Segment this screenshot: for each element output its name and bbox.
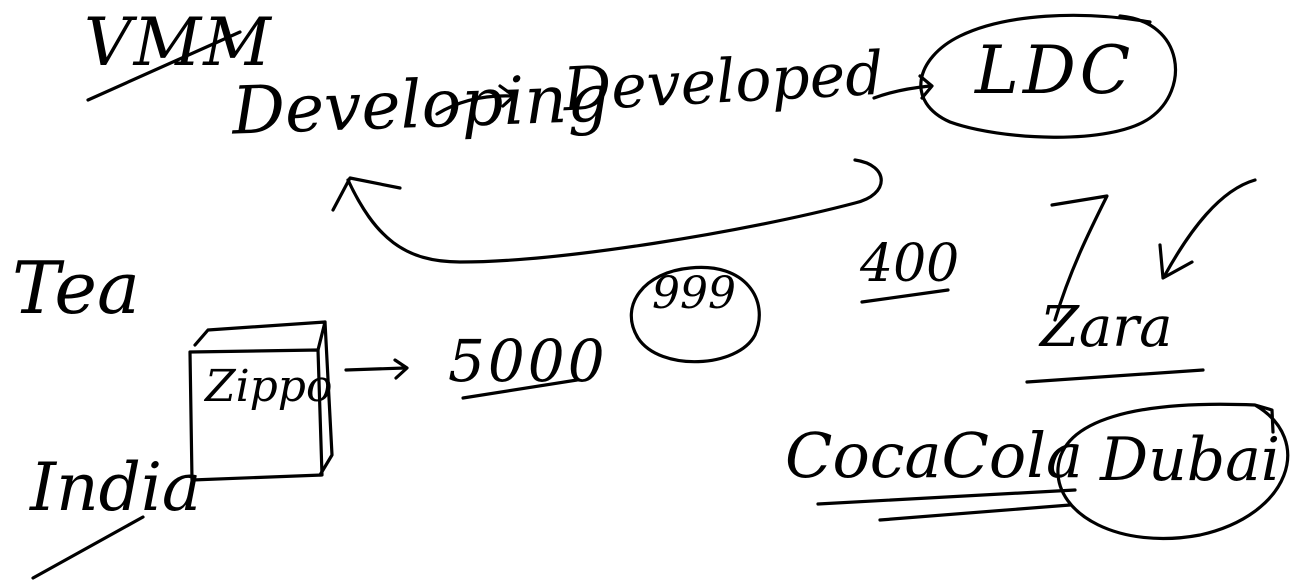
zara-arrow-head (1158, 243, 1194, 280)
zara-arrow-line (1163, 178, 1257, 277)
label-price-999: 999 (652, 268, 736, 319)
box-front (188, 348, 324, 482)
arrow-box-to-5000 (344, 366, 407, 372)
label-zippo: Zippo (205, 361, 333, 412)
label-coca-cola: CocaCola (785, 419, 1084, 492)
vmm-underline (86, 30, 242, 102)
label-tea: Tea (12, 246, 140, 330)
label-price-400: 400 (860, 234, 960, 294)
label-dubai: Dubai (1100, 425, 1281, 495)
label-zara: Zara (1040, 295, 1173, 360)
arrow-developing-to-developed-head (498, 84, 516, 108)
ldc-circle (919, 13, 1178, 139)
5000-underline (461, 378, 579, 400)
box-side (318, 320, 334, 477)
label-vmm: VMM (84, 4, 273, 81)
cocacola-strike-1 (816, 488, 1077, 506)
return-curve-ldc-to-developing (346, 158, 883, 264)
zara-underline (1025, 368, 1205, 384)
label-ldc: LDC (975, 32, 1135, 109)
india-underline (31, 515, 145, 580)
box-top (193, 320, 327, 352)
label-developed: Developed (561, 38, 886, 126)
arrow-developing-to-developed (435, 94, 514, 116)
arrow-developed-to-ldc-head (918, 74, 934, 100)
dubai-circle (1056, 402, 1290, 541)
999-circle (629, 265, 761, 364)
arrow-box-to-5000-head (393, 358, 409, 380)
return-curve-head (331, 176, 402, 212)
400-underline (860, 288, 950, 304)
label-price-5000: 5000 (448, 327, 608, 395)
zara-z-stroke (1050, 194, 1109, 322)
arrow-developed-to-ldc (872, 84, 932, 100)
label-developing: Developing (230, 59, 611, 150)
cocacola-strike-2 (878, 503, 1072, 522)
label-india: India (30, 449, 202, 526)
